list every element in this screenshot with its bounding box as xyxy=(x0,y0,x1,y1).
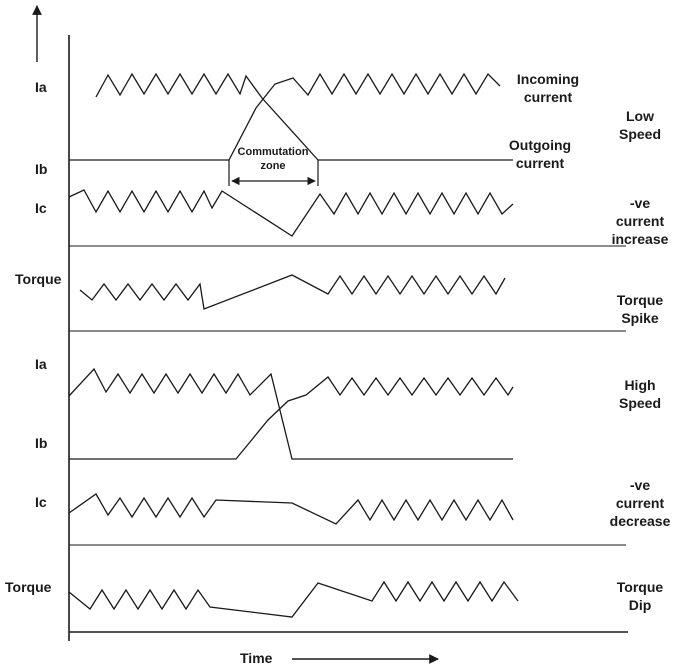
high-torque-wave xyxy=(68,580,519,618)
neg-inc-line-3: increase xyxy=(611,231,669,247)
label-low-ic: Ic xyxy=(35,200,47,216)
neg-dec-line-2: current xyxy=(615,495,665,511)
label-high-ic: Ic xyxy=(35,494,47,510)
high-speed-line-2: Speed xyxy=(618,395,661,411)
annotation-torque-dip: Torque Dip xyxy=(600,578,680,614)
neg-inc-line-2: current xyxy=(615,213,665,229)
high-ia-wave xyxy=(68,367,513,460)
label-low-torque: Torque xyxy=(15,271,62,287)
low-torque-wave xyxy=(79,274,506,310)
outgoing-line-1: Outgoing xyxy=(508,137,572,153)
low-speed-line-2: Speed xyxy=(618,126,661,142)
low-speed-line-1: Low xyxy=(626,108,654,124)
annotation-neg-current-decrease: -ve current decrease xyxy=(600,476,680,530)
annotation-low-speed: Low Speed xyxy=(600,107,680,143)
incoming-line-2: current xyxy=(523,89,573,105)
label-high-ia: Ia xyxy=(35,356,47,372)
high-ib-wave xyxy=(69,376,514,460)
low-ic-wave xyxy=(68,189,514,237)
x-axis-label: Time xyxy=(240,650,273,666)
annotation-torque-spike: Torque Spike xyxy=(600,291,680,327)
annotation-high-speed: High Speed xyxy=(600,376,680,412)
commutation-zone-label: Commutation zone xyxy=(230,145,316,173)
label-low-ia: Ia xyxy=(35,79,47,95)
incoming-line-1: Incoming xyxy=(516,71,580,87)
label-incoming-current: Incoming current xyxy=(508,70,588,106)
commutation-zone-bracket xyxy=(228,160,319,186)
torque-dip-line-2: Dip xyxy=(628,597,652,613)
neg-dec-line-3: decrease xyxy=(609,513,671,529)
label-high-torque: Torque xyxy=(5,579,52,595)
high-speed-line-1: High xyxy=(624,377,656,393)
low-ib-wave xyxy=(228,72,501,161)
neg-dec-line-1: -ve xyxy=(629,477,651,493)
neg-inc-line-1: -ve xyxy=(629,195,651,211)
commutation-zone-line-1: Commutation xyxy=(237,146,309,158)
commutation-zone-line-2: zone xyxy=(260,160,286,172)
torque-dip-line-1: Torque xyxy=(616,579,664,595)
high-ic-wave xyxy=(68,493,514,525)
label-low-ib: Ib xyxy=(35,161,48,177)
annotation-neg-current-increase: -ve current increase xyxy=(600,194,680,248)
label-outgoing-current: Outgoing current xyxy=(500,136,580,172)
label-high-ib: Ib xyxy=(35,435,48,451)
torque-spike-line-1: Torque xyxy=(616,292,664,308)
low-ia-wave xyxy=(95,72,319,161)
torque-spike-line-2: Spike xyxy=(621,310,659,326)
outgoing-line-2: current xyxy=(515,155,565,171)
